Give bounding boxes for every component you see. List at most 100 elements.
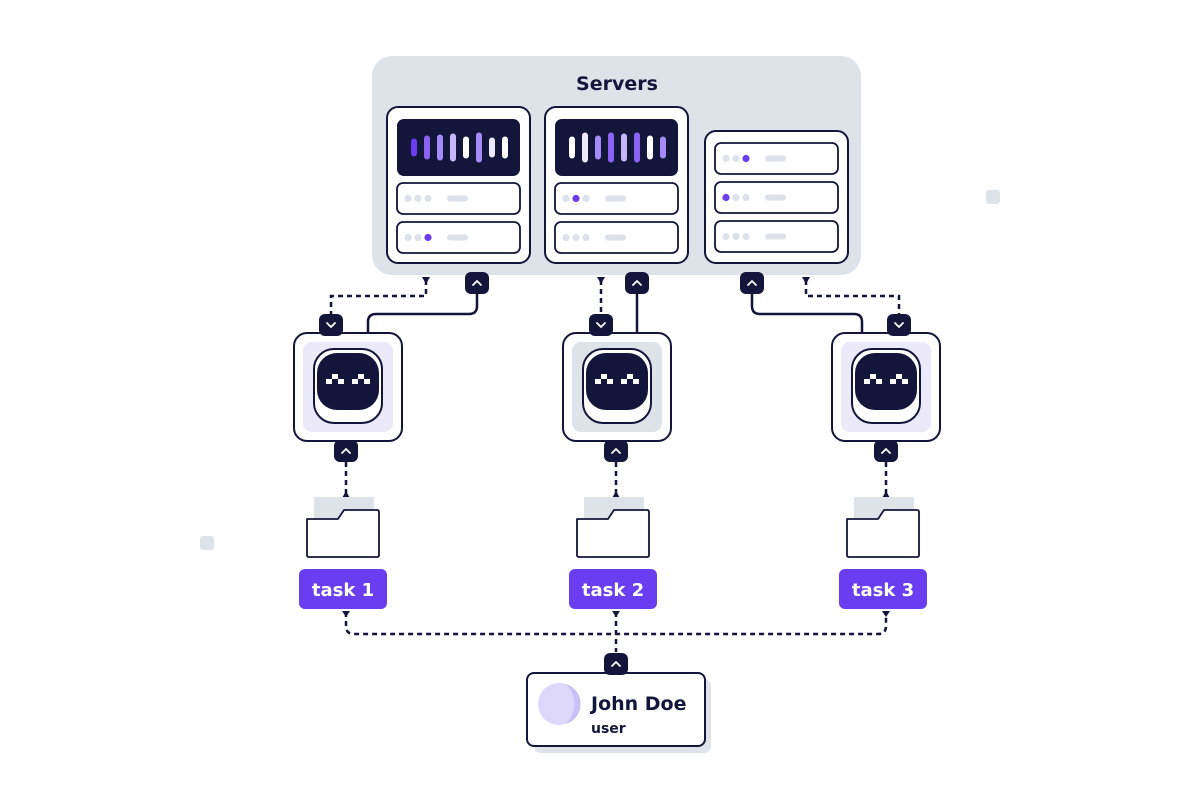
task-button[interactable]: task 2: [569, 569, 657, 609]
activity-bar: [634, 132, 640, 163]
status-dot: [404, 194, 412, 203]
status-dot: [722, 232, 730, 241]
folder-icon: [846, 497, 920, 558]
connector-dashed: [329, 280, 428, 318]
connector-solid: [750, 288, 864, 334]
activity-bar: [595, 135, 601, 160]
status-dot: [742, 193, 750, 202]
slot-label-placeholder: [447, 234, 468, 241]
connector-solid: [366, 288, 479, 334]
status-dot: [732, 154, 740, 163]
task-label: task 1: [312, 580, 374, 601]
arrow-head: [342, 611, 350, 617]
slot-label-placeholder: [605, 234, 626, 241]
task-button[interactable]: task 1: [299, 569, 387, 609]
user-card[interactable]: John Doe user: [526, 672, 711, 753]
arrow-head: [342, 491, 350, 498]
status-dot: [732, 193, 740, 202]
status-dot: [742, 232, 750, 241]
status-dot: [722, 193, 730, 202]
activity-bar: [489, 137, 495, 158]
slot-label-placeholder: [765, 194, 786, 201]
arrow-head: [422, 277, 430, 284]
arrow-head: [612, 611, 620, 617]
robot-icon: [313, 348, 383, 424]
arrow-head: [882, 611, 890, 617]
activity-bar: [502, 136, 508, 159]
status-dot: [414, 194, 422, 203]
activity-bar: [608, 132, 614, 163]
task-button[interactable]: task 3: [839, 569, 927, 609]
slot-label-placeholder: [765, 233, 786, 240]
arrow-head: [612, 491, 620, 498]
status-dot: [404, 233, 412, 242]
chevron-up-icon: [465, 272, 489, 294]
activity-bar: [476, 132, 482, 163]
status-dot: [582, 194, 590, 203]
activity-bar: [582, 132, 588, 163]
agent-bot[interactable]: [293, 332, 403, 442]
folder-icon: [306, 497, 380, 558]
decor-square: [200, 536, 214, 550]
robot-icon: [582, 348, 652, 424]
arrow-head: [802, 277, 810, 284]
chevron-up-icon: [625, 272, 649, 294]
connector-lines: [329, 280, 901, 652]
slot-label-placeholder: [447, 195, 468, 202]
status-dot: [414, 233, 422, 242]
activity-bar: [621, 133, 627, 162]
status-dot: [562, 194, 570, 203]
servers-title: Servers: [576, 73, 658, 95]
chevron-up-icon: [604, 653, 628, 675]
status-dot: [572, 233, 580, 242]
activity-bar: [660, 136, 666, 159]
activity-bar: [437, 134, 443, 161]
server-slot: [554, 182, 679, 215]
server-slot: [396, 221, 521, 254]
server-unit: [386, 106, 531, 264]
chevron-down-icon: [589, 314, 613, 336]
status-dot: [722, 154, 730, 163]
robot-icon: [851, 348, 921, 424]
servers-panel: Servers: [372, 56, 861, 275]
chevron-up-icon: [740, 272, 764, 294]
activity-bar: [450, 133, 456, 162]
chevron-up-icon: [874, 440, 898, 462]
slot-label-placeholder: [765, 155, 786, 162]
slot-label-placeholder: [605, 195, 626, 202]
user-name: John Doe: [589, 693, 687, 715]
activity-bar: [411, 138, 417, 157]
task-label: task 2: [582, 580, 644, 601]
chevron-up-icon: [604, 440, 628, 462]
status-dot: [732, 232, 740, 241]
agent-bot[interactable]: [831, 332, 941, 442]
task-label: task 3: [852, 580, 914, 601]
arrow-head: [597, 277, 605, 284]
arrow-heads: [342, 277, 890, 617]
arrow-head: [882, 491, 890, 498]
status-dot: [572, 194, 580, 203]
connector-dashed: [804, 280, 901, 318]
server-screen: [397, 119, 520, 176]
folder-icon: [576, 497, 650, 558]
server-slot: [714, 220, 839, 253]
server-slot: [396, 182, 521, 215]
server-unit: [544, 106, 689, 264]
activity-bar: [463, 136, 469, 159]
chevron-down-icon: [319, 314, 343, 336]
activity-bar: [424, 135, 430, 160]
status-dot: [582, 233, 590, 242]
status-dot: [424, 233, 432, 242]
status-dot: [562, 233, 570, 242]
server-slot: [714, 181, 839, 214]
decor-square: [986, 190, 1000, 204]
status-dot: [742, 154, 750, 163]
server-slot: [554, 221, 679, 254]
server-unit: [704, 130, 849, 264]
activity-bar: [647, 135, 653, 160]
chevron-up-icon: [334, 440, 358, 462]
server-slot: [714, 142, 839, 175]
agent-bot[interactable]: [562, 332, 672, 442]
avatar-icon: [538, 683, 581, 725]
